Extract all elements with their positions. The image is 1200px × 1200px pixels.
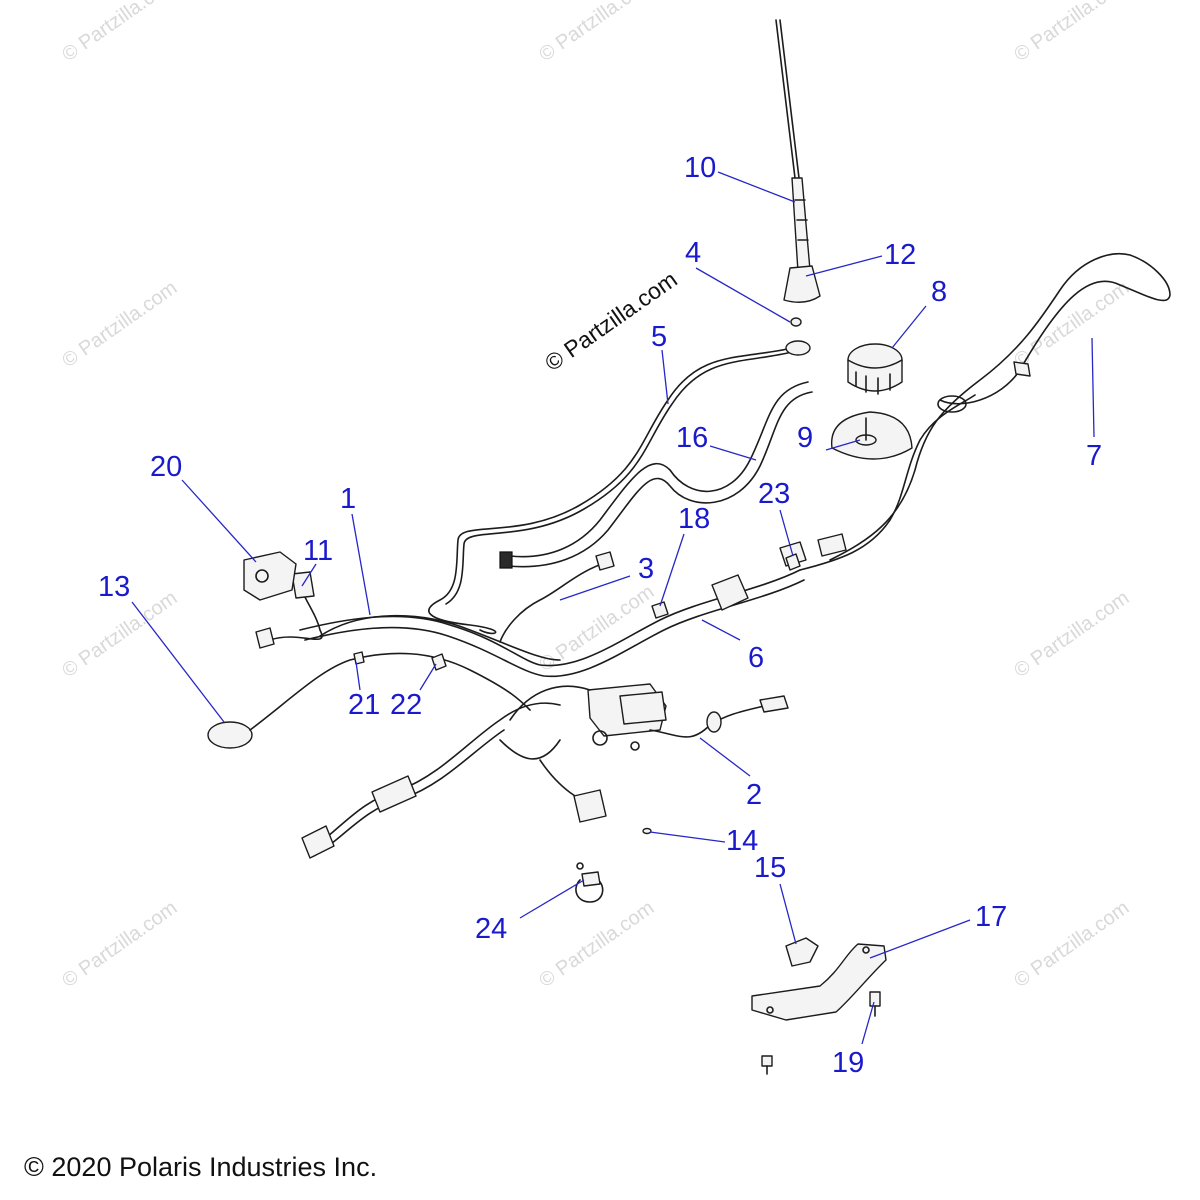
lower-harness bbox=[309, 702, 561, 851]
callout-10[interactable]: 10 bbox=[684, 152, 716, 184]
branch-harness bbox=[319, 614, 561, 661]
watermark-layer: © Partzilla.com © Partzilla.com © Partzi… bbox=[58, 0, 1133, 992]
antenna-pad bbox=[830, 411, 913, 460]
connector-20 bbox=[243, 551, 297, 601]
bracket-17 bbox=[751, 943, 887, 1021]
gps-puck bbox=[847, 343, 903, 395]
callout-22[interactable]: 22 bbox=[390, 689, 422, 721]
watermark: © Partzilla.com bbox=[58, 277, 181, 372]
callout-17[interactable]: 17 bbox=[975, 901, 1007, 933]
callout-2[interactable]: 2 bbox=[746, 779, 762, 811]
harness-junction bbox=[499, 683, 667, 823]
parts-layer bbox=[207, 19, 1171, 1075]
watermark: © Partzilla.com bbox=[535, 897, 658, 992]
watermark: © Partzilla.com bbox=[58, 897, 181, 992]
screw-19 bbox=[761, 991, 881, 1075]
callout-21[interactable]: 21 bbox=[348, 689, 380, 721]
watermark: © Partzilla.com bbox=[1010, 897, 1133, 992]
watermark: © Partzilla.com bbox=[535, 581, 658, 676]
callout-4[interactable]: 4 bbox=[685, 237, 701, 269]
callout-13[interactable]: 13 bbox=[98, 571, 130, 603]
callout-8[interactable]: 8 bbox=[931, 276, 947, 308]
callout-1[interactable]: 1 bbox=[340, 483, 356, 515]
connector-15 bbox=[785, 937, 819, 967]
callout-23[interactable]: 23 bbox=[758, 478, 790, 510]
watermark: © Partzilla.com bbox=[1010, 0, 1133, 66]
coax-cable bbox=[829, 253, 1171, 561]
callout-5[interactable]: 5 bbox=[651, 321, 667, 353]
callout-14[interactable]: 14 bbox=[726, 825, 758, 857]
callout-19[interactable]: 19 bbox=[832, 1047, 864, 1079]
watermark: © Partzilla.com bbox=[1010, 277, 1133, 372]
callout-16[interactable]: 16 bbox=[676, 422, 708, 454]
leader-lines bbox=[131, 171, 1095, 1045]
watermark: © Partzilla.com bbox=[1010, 587, 1133, 682]
callout-3[interactable]: 3 bbox=[638, 553, 654, 585]
antenna-whip bbox=[775, 19, 811, 273]
callout-20[interactable]: 20 bbox=[150, 451, 182, 483]
callout-labels: 1 2 3 4 5 6 7 8 9 10 11 12 13 14 15 16 1… bbox=[98, 152, 1102, 1079]
callout-11[interactable]: 11 bbox=[303, 535, 333, 567]
callout-18[interactable]: 18 bbox=[678, 503, 710, 535]
antenna-base bbox=[783, 265, 821, 327]
strap bbox=[509, 381, 809, 558]
callout-9[interactable]: 9 bbox=[797, 422, 813, 454]
copyright-text: © 2020 Polaris Industries Inc. bbox=[24, 1152, 378, 1182]
ground-cable bbox=[428, 347, 793, 635]
clip-21 bbox=[353, 651, 365, 665]
watermark: © Partzilla.com bbox=[58, 0, 181, 66]
callout-12[interactable]: 12 bbox=[884, 239, 916, 271]
sensor-pad bbox=[207, 721, 253, 749]
main-harness bbox=[299, 569, 801, 667]
callout-24[interactable]: 24 bbox=[475, 913, 507, 945]
rivet-14 bbox=[642, 827, 652, 835]
clip-18 bbox=[651, 601, 669, 619]
jumper-harness bbox=[499, 561, 609, 643]
callout-6[interactable]: 6 bbox=[748, 642, 764, 674]
clip-24 bbox=[575, 862, 604, 903]
callout-7[interactable]: 7 bbox=[1086, 440, 1102, 472]
ring-terminal bbox=[785, 340, 811, 356]
watermark: © Partzilla.com bbox=[535, 0, 658, 66]
callout-15[interactable]: 15 bbox=[754, 852, 786, 884]
